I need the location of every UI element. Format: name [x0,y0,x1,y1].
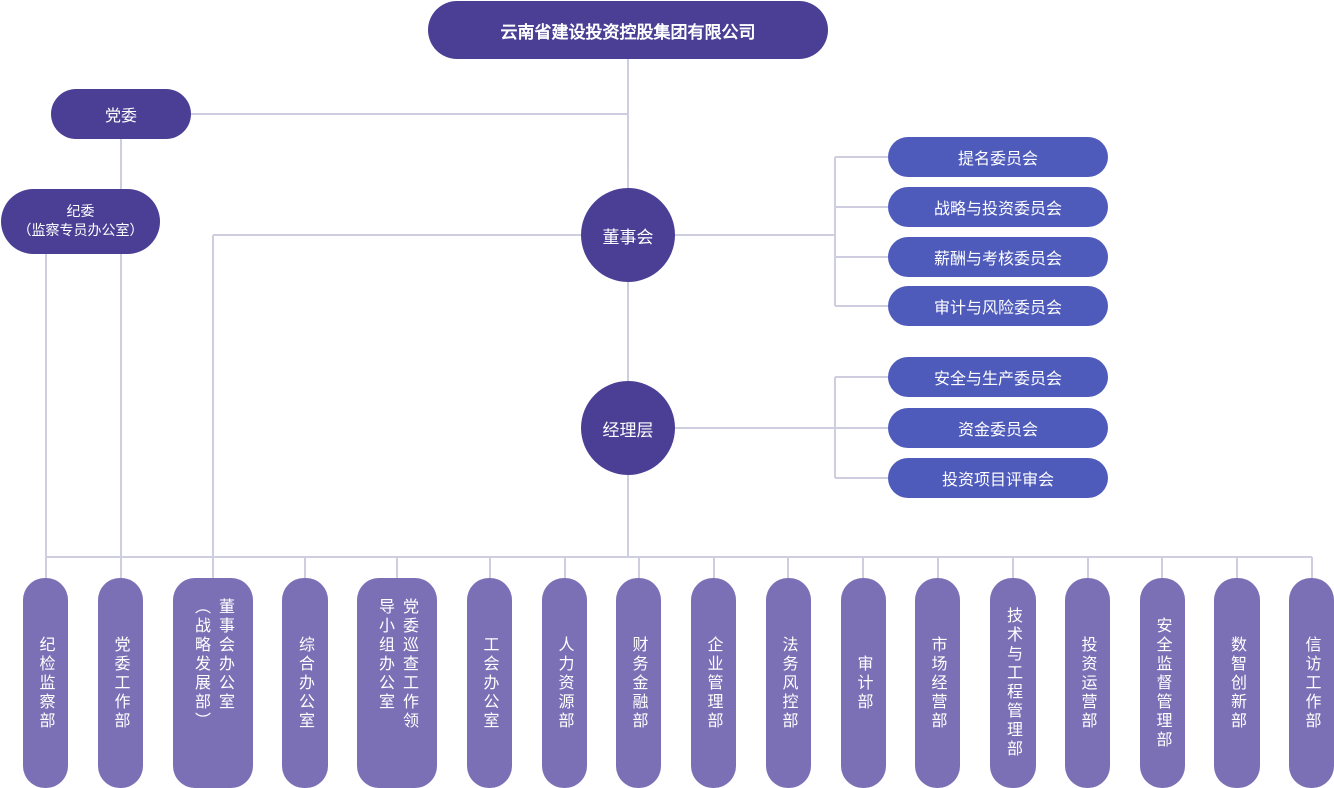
dept-safety-supervision: 安全监督管理部 [1140,578,1185,788]
mgmt-committee-safety: 安全与生产委员会 [888,357,1108,397]
management-node: 经理层 [581,381,675,475]
dept-audit: 审计部 [841,578,886,788]
board-node: 董事会 [581,188,675,282]
discipline-committee-node: 纪委 （监察专员办公室） [1,189,160,254]
dept-legal-risk: 法务风控部 [766,578,811,788]
dept-board-office: 董事会办公室（战略发展部） [173,578,253,788]
company-node: 云南省建设投资控股集团有限公司 [428,1,828,59]
dept-inspection-office: 党委巡查工作领导小组办公室 [357,578,437,788]
board-committee-audit: 审计与风险委员会 [888,286,1108,326]
mgmt-committee-investment-review: 投资项目评审会 [888,458,1108,498]
board-committee-compensation: 薪酬与考核委员会 [888,237,1108,277]
dept-marketing: 市场经营部 [915,578,960,788]
mgmt-committee-funds: 资金委员会 [888,408,1108,448]
board-committee-nomination: 提名委员会 [888,137,1108,177]
dept-finance: 财务金融部 [616,578,661,788]
discipline-committee-title: 纪委 [66,203,95,220]
discipline-committee-subtitle: （监察专员办公室） [17,222,144,239]
dept-petition-work: 信访工作部 [1289,578,1334,788]
party-committee-node: 党委 [51,89,191,139]
dept-discipline-inspection: 纪检监察部 [23,578,68,788]
dept-investment-operation: 投资运营部 [1065,578,1110,788]
dept-enterprise-management: 企业管理部 [691,578,736,788]
dept-human-resources: 人力资源部 [542,578,587,788]
board-committee-strategy: 战略与投资委员会 [888,187,1108,227]
dept-digital-innovation: 数智创新部 [1214,578,1260,788]
dept-union-office: 工会办公室 [467,578,512,788]
dept-general-office: 综合办公室 [282,578,328,788]
dept-technology-engineering: 技术与工程管理部 [990,578,1036,788]
dept-party-work: 党委工作部 [98,578,143,788]
